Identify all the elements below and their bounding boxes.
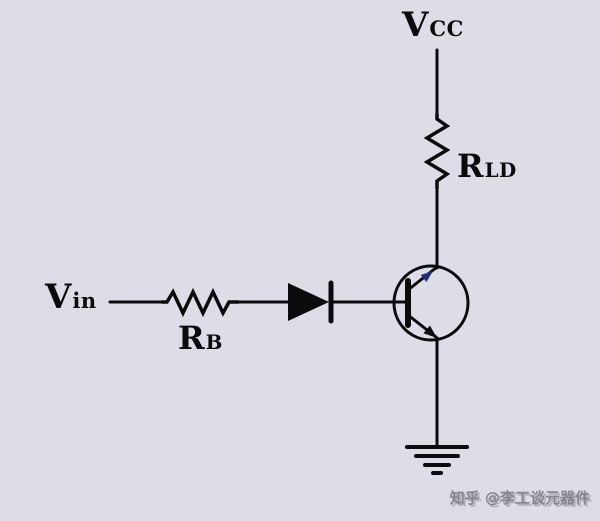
collector-arrow-icon (420, 271, 433, 282)
label-rld: RLD (457, 150, 517, 182)
label-rb: RB (178, 322, 223, 354)
emitter-arrow-icon (423, 325, 437, 338)
resistor-rb-symbol (160, 287, 240, 318)
label-vin-main: V (45, 277, 73, 317)
label-vin-sub: in (72, 288, 97, 313)
label-rld-sub: LD (484, 158, 517, 182)
label-vcc-main: V (402, 5, 430, 45)
diode-triangle (288, 283, 329, 321)
transistor-collector-lead (406, 265, 439, 292)
label-vcc-sub: CC (429, 16, 464, 41)
resistor-rld-symbol (423, 112, 451, 190)
label-rb-sub: B (205, 330, 223, 354)
label-vin: Vin (45, 280, 97, 314)
label-rb-main: R (178, 319, 206, 357)
label-vcc: VCC (402, 8, 464, 42)
watermark-text: 知乎 @李工谈元器件 (449, 489, 590, 507)
ground-symbol (405, 445, 469, 475)
label-rld-main: R (457, 147, 485, 185)
